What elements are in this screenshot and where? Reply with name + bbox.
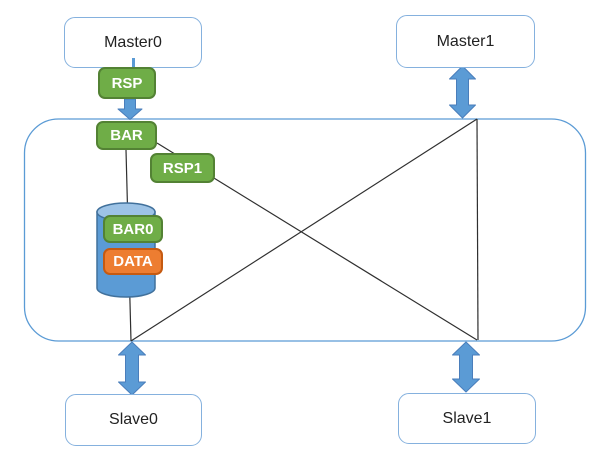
- double-arrow-master1-icon: [449, 65, 476, 119]
- chip-data: DATA: [103, 248, 163, 275]
- double-arrow-slave0-icon: [118, 341, 146, 396]
- wire-master1-to-slave0: [130, 118, 478, 342]
- node-slave0: Slave0: [65, 394, 202, 446]
- node-master1: Master1: [396, 15, 535, 68]
- node-slave1: Slave1: [398, 393, 536, 444]
- chip-rsp1-label: RSP1: [162, 159, 203, 177]
- node-master1-label: Master1: [436, 32, 495, 50]
- chip-data-label: DATA: [113, 253, 153, 270]
- chip-bar0: BAR0: [103, 215, 163, 243]
- double-arrow-slave1-icon: [452, 341, 480, 393]
- node-slave0-label: Slave0: [109, 411, 158, 428]
- chip-rsp1: RSP1: [150, 153, 215, 183]
- node-master0-label: Master0: [104, 33, 162, 51]
- wire-master1-to-slave1: [476, 118, 479, 341]
- master0-rsp-connector-stub: [132, 58, 135, 67]
- chip-bar0-label: BAR0: [112, 220, 154, 238]
- chip-bar: BAR: [96, 121, 157, 150]
- chip-rsp: RSP: [98, 67, 156, 99]
- chip-rsp-label: RSP: [111, 74, 143, 92]
- chip-bar-label: BAR: [110, 127, 143, 144]
- node-slave1-label: Slave1: [442, 409, 492, 427]
- down-arrow-icon: [117, 98, 143, 120]
